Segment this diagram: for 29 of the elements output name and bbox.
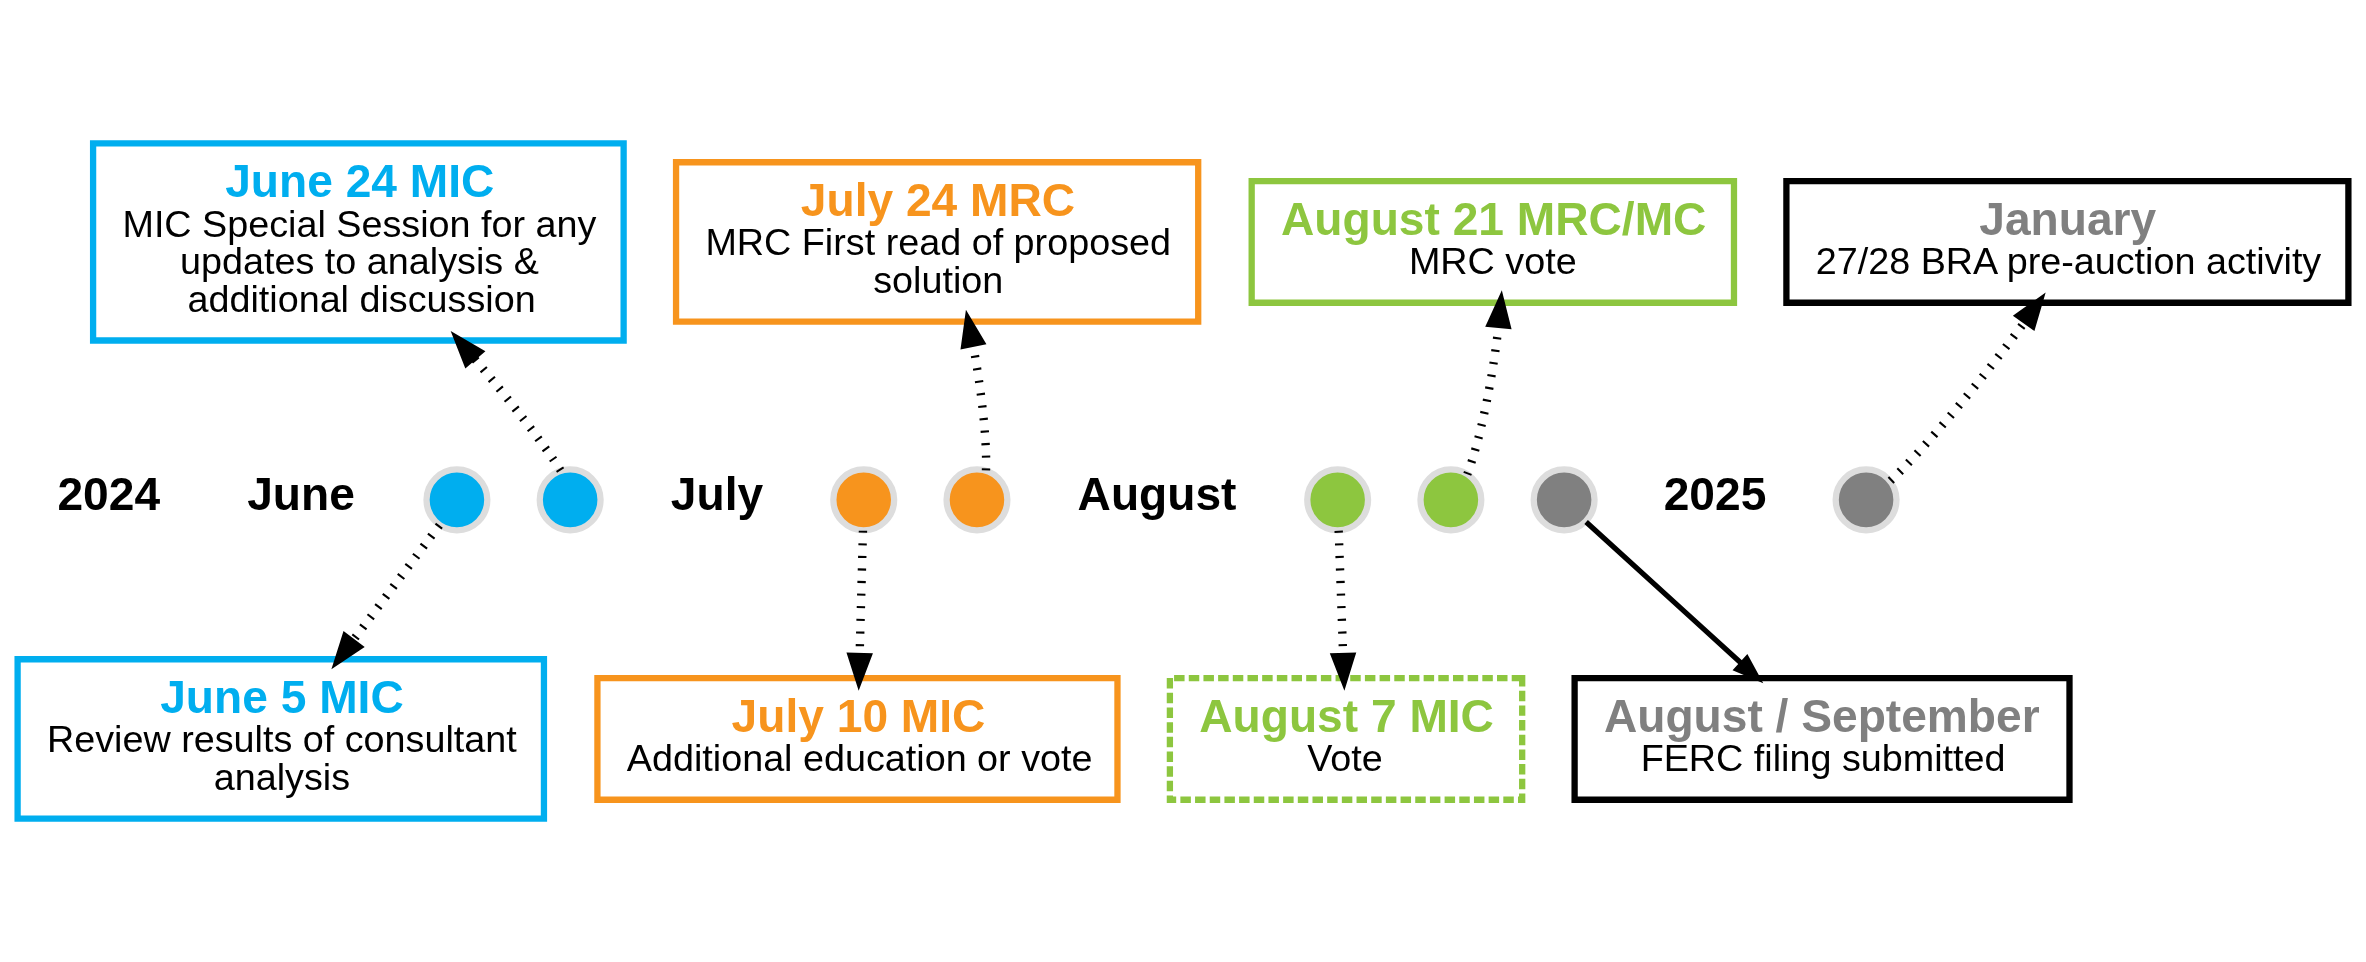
arrow (960, 309, 991, 471)
node-box: August 7 MIC Vote (1166, 674, 1526, 803)
arrow (450, 331, 565, 473)
label: June (247, 467, 355, 520)
label: 2024 (57, 467, 161, 520)
label: July (670, 467, 764, 520)
label: August (1077, 467, 1237, 520)
node-circle (943, 466, 1011, 534)
node-box: January 27/28 BRA pre-auction activity (1783, 178, 2352, 306)
node-box: August 21 MRC/MC MRC vote (1248, 178, 1738, 306)
node-box: July 10 MIC Additional education or vote (594, 674, 1121, 803)
label: 2025 (1663, 467, 1767, 520)
node-circle (423, 466, 491, 534)
node-circle (1417, 466, 1485, 534)
arrow (846, 530, 873, 691)
arrow (331, 522, 443, 670)
node-circle (830, 466, 898, 534)
node-circle (536, 466, 604, 534)
arrow (1329, 530, 1357, 691)
node-box: July 24 MRC MRC First read of proposed solution (672, 159, 1202, 325)
node-circle (1304, 466, 1372, 534)
node-box: August / September FERC filing submitted (1571, 674, 2073, 803)
arrow (1463, 290, 1512, 476)
arrow (1887, 292, 2046, 484)
node-box: June 5 MIC Review results of consultant analysis (14, 656, 548, 822)
arrow (1584, 520, 1764, 684)
node-circle (1832, 466, 1900, 534)
node-box: June 24 MIC MIC Special Session for any updates to analysis & additional discussion (89, 140, 627, 344)
node-circle (1530, 466, 1598, 534)
